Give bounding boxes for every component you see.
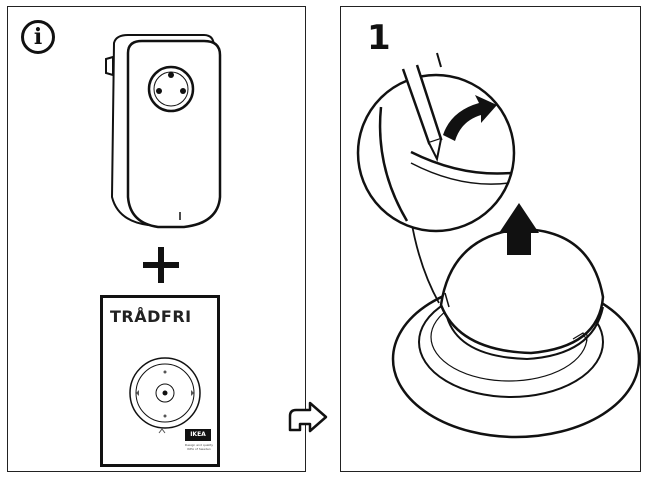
remote-opening-illustration [356, 52, 641, 439]
info-icon: i [21, 20, 55, 54]
right-panel: 1 [340, 6, 641, 472]
next-page-arrow-icon [288, 401, 328, 433]
ikea-logo: IKEA [185, 429, 211, 441]
plus-icon [143, 247, 179, 283]
manual-booklet: TRÅDFRI IKEA Design and quality IKEA of … [100, 295, 220, 467]
booklet-title: TRÅDFRI [110, 307, 192, 326]
ikea-subtext: Design and quality IKEA of Sweden [184, 443, 214, 451]
smart-plug-illustration [105, 34, 222, 229]
left-panel: i TRÅDFRI IK [7, 6, 306, 472]
remote-illustration [129, 357, 201, 434]
step-number: 1 [367, 18, 391, 58]
